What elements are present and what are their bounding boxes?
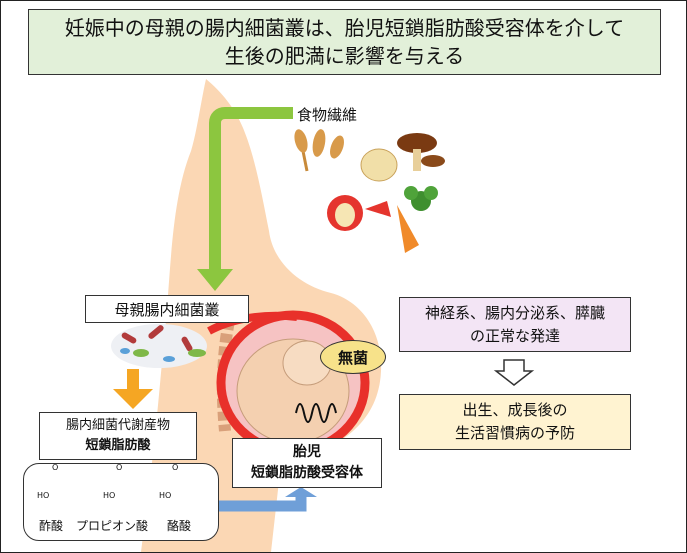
orange-arrow-head bbox=[113, 389, 153, 409]
green-arrow-head bbox=[197, 269, 233, 291]
title-box: 妊娠中の母親の腸内細菌叢は、胎児短鎖脂肪酸受容体を介して 生後の肥満に影響を与え… bbox=[28, 9, 661, 75]
food-illustration bbox=[294, 129, 445, 253]
lifestyle-line-1: 出生、成長後の bbox=[462, 401, 568, 419]
blue-arrow-head bbox=[285, 487, 317, 497]
sterile-badge: 無菌 bbox=[320, 340, 386, 374]
metabolites-line-2: 短鎖脂肪酸 bbox=[85, 438, 151, 453]
scfa-structures-box bbox=[23, 463, 219, 541]
title-line-2: 生後の肥満に影響を与える bbox=[224, 44, 465, 68]
butyric-oxygen-label: O bbox=[172, 463, 179, 472]
fetal-receptor-line-2: 短鎖脂肪酸受容体 bbox=[251, 465, 363, 481]
lifestyle-line-2: 生活習慣病の予防 bbox=[454, 424, 575, 442]
orange-arrow-shaft bbox=[127, 369, 139, 391]
green-arrow bbox=[209, 107, 293, 273]
receptor-coil bbox=[295, 403, 337, 423]
bacteria-cluster bbox=[111, 324, 207, 368]
development-box: 神経系、腸内分泌系、膵臓 の正常な発達 bbox=[399, 297, 631, 352]
maternal-microbiota-label: 母親腸内細菌叢 bbox=[114, 300, 220, 319]
butyric-hydroxyl-label: HO bbox=[159, 491, 172, 500]
propionic-acid-label: プロピオン酸 bbox=[76, 519, 149, 533]
title-line-1: 妊娠中の母親の腸内細菌叢は、胎児短鎖脂肪酸受容体を介して bbox=[64, 16, 625, 40]
propionic-hydroxyl-label: HO bbox=[103, 491, 116, 500]
butyric-acid-label: 酪酸 bbox=[167, 519, 192, 533]
hollow-arrow bbox=[493, 359, 535, 386]
blue-arrow bbox=[209, 495, 307, 512]
propionic-oxygen-label: O bbox=[116, 463, 123, 472]
acetic-oxygen-label: O bbox=[52, 463, 59, 472]
metabolites-box: 腸内細菌代謝産物 短鎖脂肪酸 bbox=[39, 412, 197, 460]
development-line-1: 神経系、腸内分泌系、膵臓 bbox=[424, 303, 605, 322]
fetal-receptor-box: 胎児 短鎖脂肪酸受容体 bbox=[232, 438, 382, 488]
lifestyle-disease-box: 出生、成長後の 生活習慣病の予防 bbox=[399, 394, 631, 450]
development-line-2: の正常な発達 bbox=[469, 326, 560, 345]
dietary-fiber-label: 食物繊維 bbox=[297, 106, 358, 124]
spine bbox=[216, 319, 235, 432]
acetic-hydroxyl-label: HO bbox=[37, 491, 50, 500]
maternal-microbiota-box: 母親腸内細菌叢 bbox=[85, 295, 249, 323]
fetal-receptor-line-1: 胎児 bbox=[293, 444, 321, 460]
acetic-acid-label: 酢酸 bbox=[39, 519, 64, 533]
metabolites-line-1: 腸内細菌代謝産物 bbox=[65, 418, 170, 433]
